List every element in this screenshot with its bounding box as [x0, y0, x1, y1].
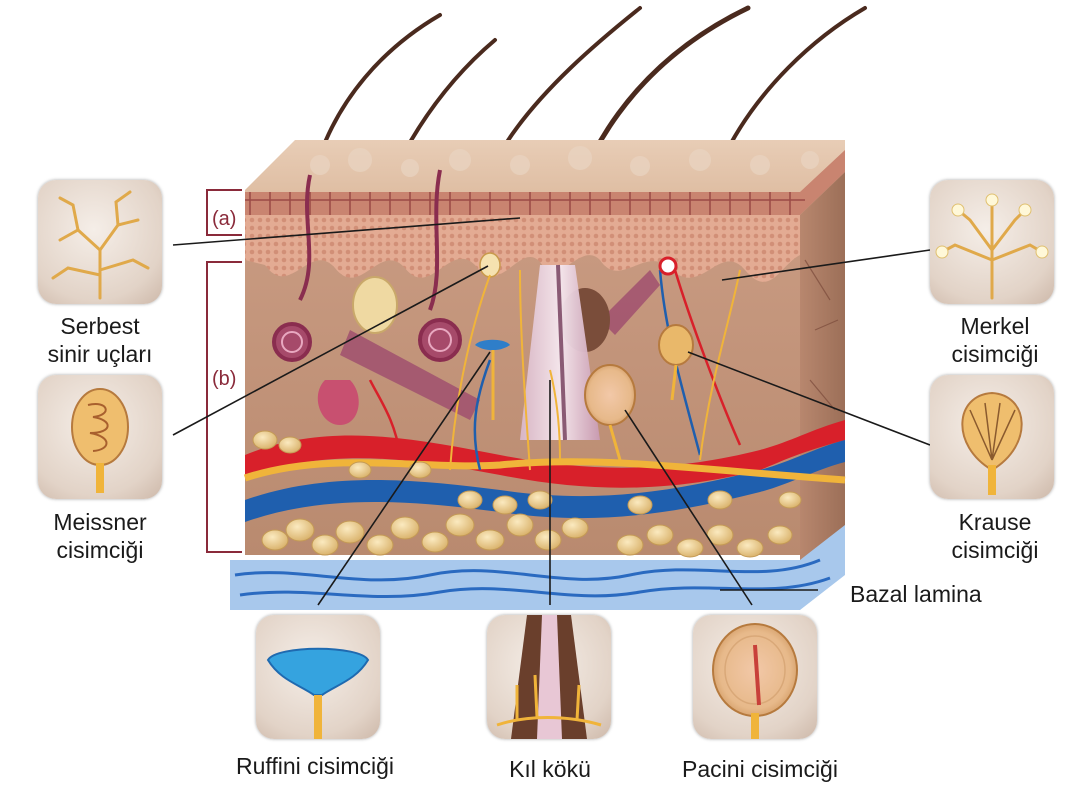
label-bazal-lamina: Bazal lamina [850, 580, 1030, 608]
merkel-thumbnail [930, 180, 1054, 304]
free-nerve-endings-thumbnail [38, 180, 162, 304]
label-kil-koku: Kıl kökü [470, 755, 630, 783]
ruffini-thumbnail [256, 615, 380, 739]
label-pacini: Pacini cisimciği [650, 755, 870, 783]
skin-side-face [800, 172, 845, 580]
hair-root-thumbnail [487, 615, 611, 739]
receptor-meissner-in-skin [480, 253, 500, 277]
layer-b-label: (b) [212, 368, 236, 391]
krause-thumbnail [930, 375, 1054, 499]
merkel-disc-in-skin [660, 258, 676, 274]
label-ruffini: Ruffini cisimciği [200, 752, 430, 780]
layer-a-label: (a) [212, 208, 236, 231]
pacini-thumbnail [693, 615, 817, 739]
meissner-thumbnail [38, 375, 162, 499]
